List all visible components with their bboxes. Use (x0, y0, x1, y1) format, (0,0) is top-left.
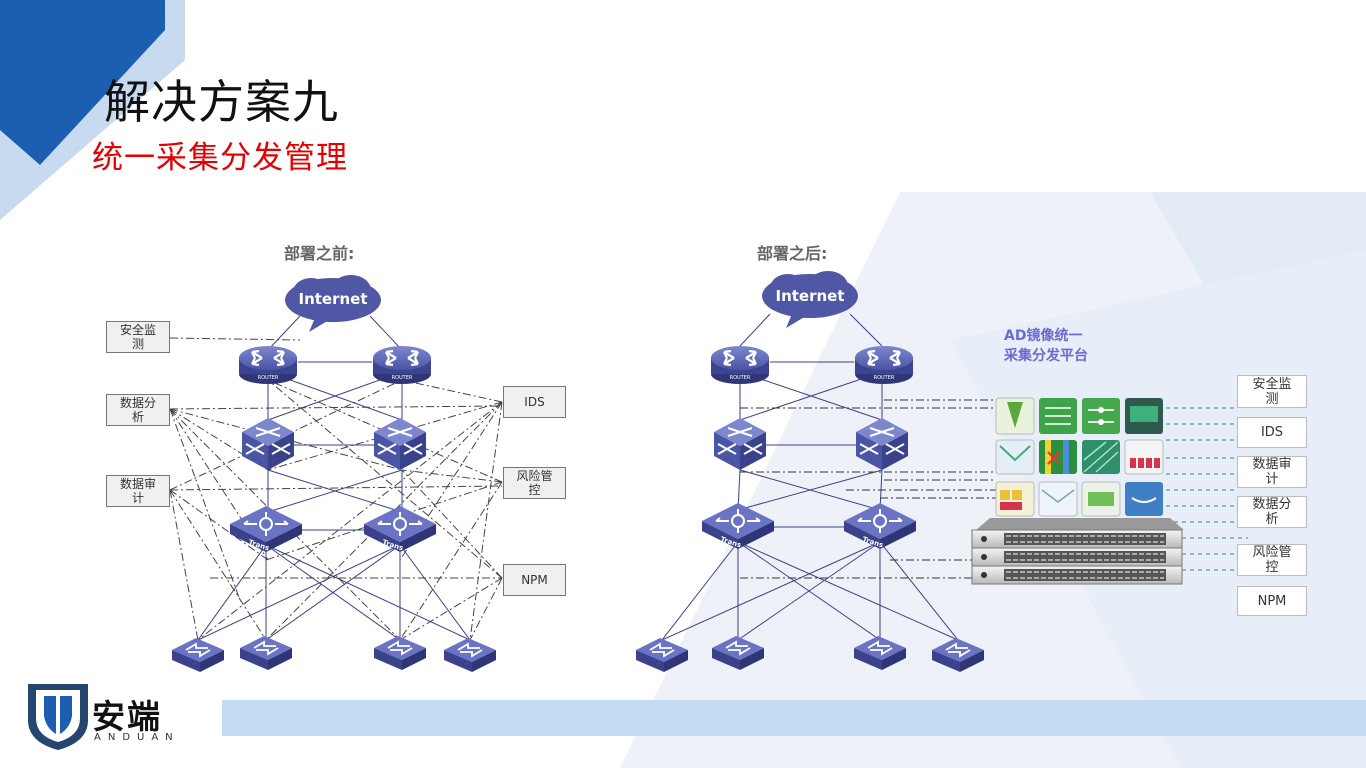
rack-unit-3 (971, 565, 1183, 585)
app-icon-9 (995, 481, 1035, 517)
after-router-left-label: ROUTER (730, 375, 751, 381)
app-icon-4 (1125, 398, 1163, 434)
app-icon-7 (1082, 440, 1120, 474)
before-tool-npm: NPM (503, 564, 566, 596)
app-icon-3 (1082, 398, 1120, 434)
before-core-switch-right (373, 417, 427, 471)
after-core-switch-left (713, 417, 767, 471)
before-section-label: 部署之前: (284, 244, 355, 263)
before-router-left-label: ROUTER (258, 375, 279, 381)
before-network: Internet ROUTER ROUTER Trans Trans (169, 275, 503, 673)
after-tool-npm: NPM (1237, 586, 1307, 616)
before-tool-risk-control: 风险管控 (503, 467, 566, 499)
page-title: 解决方案九 (104, 75, 339, 129)
after-tool-ids: IDS (1237, 417, 1307, 448)
before-tool-ids: IDS (503, 386, 566, 418)
after-access-switch-4 (931, 637, 985, 673)
platform-rack (971, 518, 1184, 585)
rack-unit-1 (971, 529, 1183, 549)
before-access-switch-1 (171, 637, 225, 673)
after-tool-data-analysis: 数据分析 (1237, 496, 1307, 528)
rack-unit-2 (971, 547, 1183, 567)
after-tool-data-audit: 数据审计 (1237, 456, 1307, 488)
app-icon-10 (1038, 481, 1078, 517)
before-internet-label: Internet (298, 290, 367, 308)
corner-shape-dark (0, 0, 165, 165)
after-network: Internet ROUTER ROUTER Trans Trans (635, 271, 1248, 673)
footer-band (222, 700, 1366, 736)
after-tool-links (1166, 407, 1248, 571)
after-internet-label: Internet (775, 287, 844, 305)
before-router-right-label: ROUTER (392, 375, 413, 381)
app-icon-2 (1039, 398, 1077, 434)
before-access-switch-4 (443, 637, 497, 673)
before-core-switch-left (241, 417, 295, 471)
app-icon-6 (1039, 440, 1077, 474)
after-access-switch-3 (853, 635, 907, 671)
anduan-logo-shield (28, 684, 88, 750)
after-tool-security-monitor: 安全监测 (1237, 375, 1307, 408)
after-tap-links (740, 399, 996, 579)
ad-platform-label: AD镜像统一 采集分发平台 (1004, 326, 1088, 366)
after-access-switch-2 (711, 635, 765, 671)
before-access-switch-2 (239, 635, 293, 671)
after-links (661, 313, 959, 641)
app-icon-11 (1081, 481, 1121, 517)
platform-app-icons (995, 397, 1164, 517)
after-router-right-label: ROUTER (874, 375, 895, 381)
page-subtitle: 统一采集分发管理 (92, 140, 348, 176)
before-tool-data-audit: 数据审计 (106, 475, 170, 507)
before-tool-data-analysis: 数据分析 (106, 394, 170, 426)
anduan-logo-sub: ANDUAN (94, 732, 180, 743)
after-access-switch-1 (635, 637, 689, 673)
before-access-switch-3 (373, 635, 427, 671)
after-tool-risk-control: 风险管控 (1237, 544, 1307, 576)
after-core-switch-right (855, 417, 909, 471)
app-icon-5 (995, 439, 1035, 475)
after-section-label: 部署之后: (757, 244, 828, 263)
ad-platform-label-line-1: AD镜像统一 (1004, 328, 1083, 344)
app-icon-8 (1124, 439, 1164, 475)
ad-platform-label-line-2: 采集分发平台 (1004, 348, 1088, 364)
app-icon-1 (995, 397, 1035, 435)
anduan-logo-name: 安端 (92, 697, 162, 736)
before-tool-security-monitor: 安全监测 (106, 321, 170, 353)
app-icon-12 (1125, 482, 1163, 516)
